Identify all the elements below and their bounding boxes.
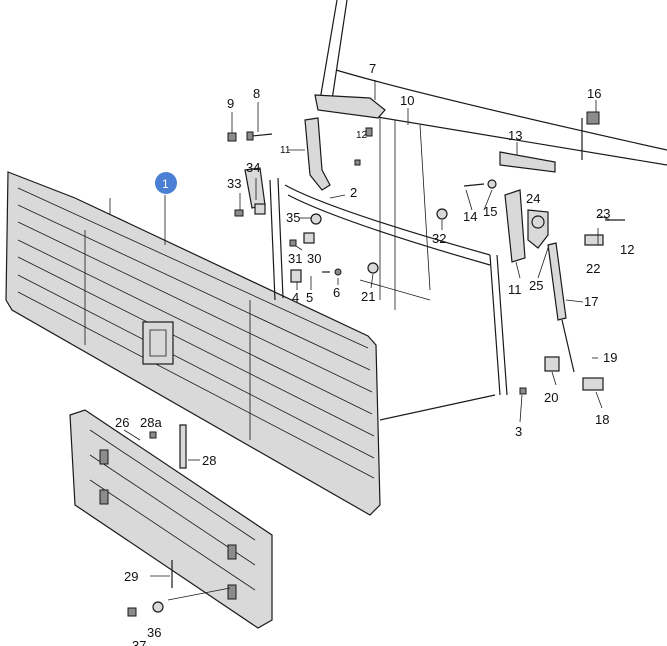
callout-label: 34 bbox=[246, 160, 260, 175]
callout-label: 11 bbox=[508, 282, 522, 297]
callout-label: 10 bbox=[400, 93, 414, 108]
callout-label: 26 bbox=[115, 415, 129, 430]
lower-panel bbox=[69, 409, 273, 629]
callout-label: 28 bbox=[202, 453, 216, 468]
callout-label: 4 bbox=[292, 290, 299, 305]
support-frame bbox=[269, 177, 508, 421]
callout-label: 7 bbox=[369, 61, 376, 76]
callout-label: 5 bbox=[306, 290, 313, 305]
callout-label: 35 bbox=[286, 210, 300, 225]
callout-label: 19 bbox=[603, 350, 617, 365]
callout-label: 15 bbox=[483, 204, 497, 219]
callout-label: 14 bbox=[463, 209, 477, 224]
callout-labels: 7 9 8 10 16 12 13 11 34 33 2 24 23 35 14… bbox=[115, 61, 634, 646]
callout-label: 37 bbox=[132, 638, 146, 646]
grille bbox=[5, 171, 381, 516]
hinge-parts bbox=[304, 94, 556, 263]
cab-outline bbox=[319, 0, 667, 310]
callout-label: 24 bbox=[526, 191, 540, 206]
callout-label: 13 bbox=[508, 128, 522, 143]
callout-label: 17 bbox=[584, 294, 598, 309]
callout-label: 23 bbox=[596, 206, 610, 221]
callout-label: 33 bbox=[227, 176, 241, 191]
callout-label: 3 bbox=[515, 424, 522, 439]
callout-label: 6 bbox=[333, 285, 340, 300]
callout-label: 32 bbox=[432, 231, 446, 246]
leader-lines bbox=[123, 80, 611, 601]
callout-label: 12 bbox=[356, 130, 368, 141]
callout-label: 11 bbox=[280, 145, 291, 156]
fasteners bbox=[127, 111, 625, 617]
callout-label: 30 bbox=[307, 251, 321, 266]
selection-marker[interactable]: 1 bbox=[155, 172, 177, 194]
callout-label: 25 bbox=[529, 278, 543, 293]
callout-label: 36 bbox=[147, 625, 161, 640]
marker-circle[interactable] bbox=[155, 172, 177, 194]
callout-label: 16 bbox=[587, 86, 601, 101]
callout-label: 8 bbox=[253, 86, 260, 101]
callout-label: 20 bbox=[544, 390, 558, 405]
callout-label: 21 bbox=[361, 289, 375, 304]
callout-label: 31 bbox=[288, 251, 302, 266]
callout-label: 2 bbox=[350, 185, 357, 200]
callout-label: 12 bbox=[620, 242, 634, 257]
callout-label: 28a bbox=[140, 415, 162, 430]
callout-label: 22 bbox=[586, 261, 600, 276]
gas-strut bbox=[544, 242, 604, 391]
marker-label: 1 bbox=[162, 177, 169, 191]
callout-label: 18 bbox=[595, 412, 609, 427]
callout-label: 29 bbox=[124, 569, 138, 584]
callout-label: 9 bbox=[227, 96, 234, 111]
